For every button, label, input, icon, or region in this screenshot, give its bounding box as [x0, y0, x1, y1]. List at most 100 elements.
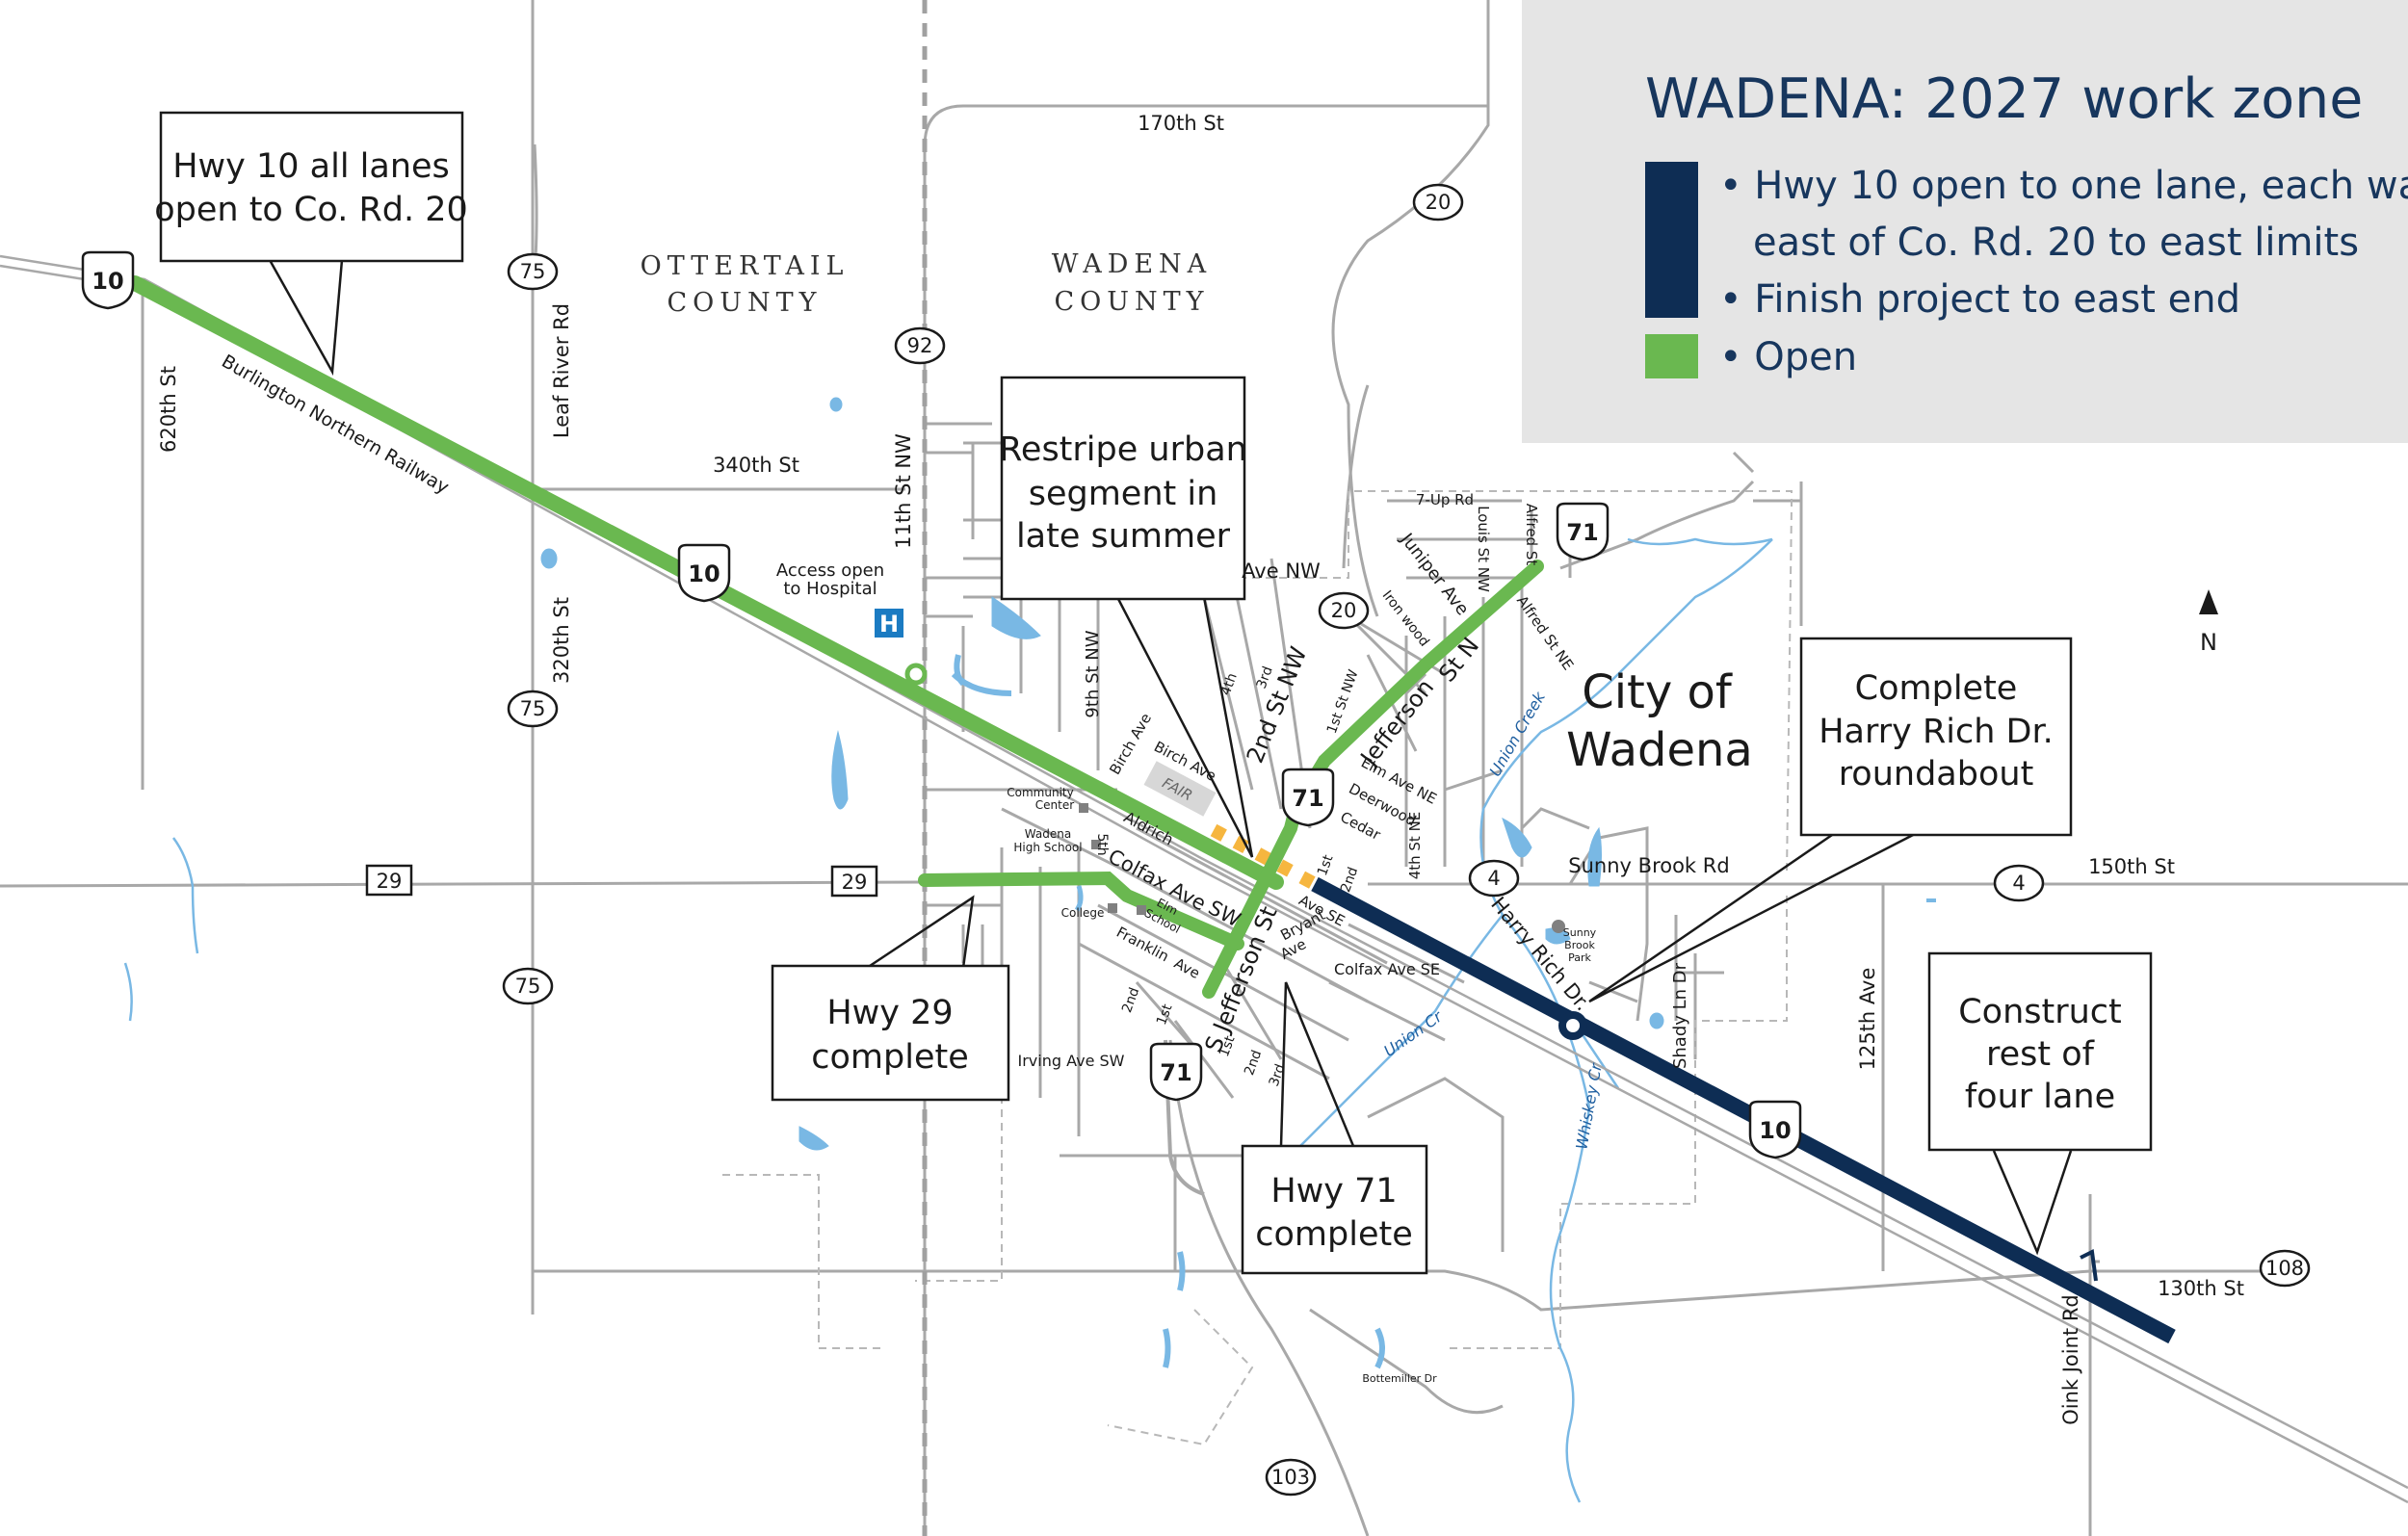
svg-text:10: 10 — [92, 268, 123, 295]
svg-text:N: N — [2200, 629, 2217, 656]
svg-text:Wadena: Wadena — [1025, 827, 1071, 841]
co4-shield-east — [1993, 864, 2045, 902]
svg-text:1st: 1st — [1154, 1002, 1176, 1027]
svg-text:340th St: 340th St — [713, 454, 799, 477]
hospital-access-point — [904, 663, 928, 686]
svg-text:71: 71 — [1160, 1059, 1191, 1086]
svg-text:four lane: four lane — [1965, 1078, 2115, 1116]
svg-text:complete: complete — [1255, 1215, 1412, 1254]
svg-text:3rd: 3rd — [1254, 664, 1276, 690]
svg-text:4: 4 — [1487, 867, 1500, 890]
svg-text:Center: Center — [1035, 798, 1074, 812]
svg-text:St N: St N — [1433, 633, 1484, 688]
svg-text:Cedar: Cedar — [1337, 808, 1384, 844]
callout-pointers — [268, 259, 2073, 1256]
legend-item-2: • Finish project to east end — [1719, 277, 2240, 322]
fairgrounds — [1143, 761, 1217, 817]
svg-text:Oink Joint Rd: Oink Joint Rd — [2059, 1294, 2082, 1425]
co103-shield — [1265, 1458, 1317, 1497]
east-end-bracket — [2080, 1248, 2098, 1282]
callout-hwy29: Hwy 29 complete — [771, 964, 1010, 1102]
callout-hwy71: Hwy 71 complete — [1241, 1144, 1428, 1275]
svg-text:segment in: segment in — [1029, 475, 1218, 513]
svg-text:Sunny Brook Rd: Sunny Brook Rd — [1568, 854, 1729, 877]
svg-text:Ave NW: Ave NW — [1242, 560, 1321, 583]
svg-text:WADENA: WADENA — [1052, 249, 1212, 279]
svg-text:20: 20 — [1331, 599, 1357, 622]
legend-item-1: • Hwy 10 open to one lane, each way — [1719, 164, 2408, 208]
city-label: City of Wadena — [1566, 665, 1753, 777]
svg-text:2nd St NW: 2nd St NW — [1242, 643, 1313, 768]
svg-text:2nd: 2nd — [1338, 865, 1361, 895]
co75-shield-mid — [507, 690, 559, 728]
us71-shield-center: 71 — [1281, 768, 1335, 827]
hwy10-construction-segment — [1311, 876, 2176, 1344]
legend-title: WADENA: 2027 work zone — [1645, 67, 2363, 131]
svg-text:Restripe urban: Restripe urban — [999, 430, 1247, 469]
svg-text:Harry Rich Dr.: Harry Rich Dr. — [1819, 713, 2054, 751]
svg-text:Alfred St: Alfred St — [1523, 504, 1540, 566]
svg-text:Hwy 71: Hwy 71 — [1270, 1172, 1397, 1211]
us71-shield-south: 71 — [1149, 1042, 1203, 1102]
co108-shield — [2259, 1249, 2311, 1288]
svg-text:roundabout: roundabout — [1839, 755, 2034, 794]
us10-shield-mid: 10 — [677, 543, 731, 603]
svg-text:3rd: 3rd — [1267, 1062, 1289, 1088]
svg-text:75: 75 — [520, 260, 546, 283]
svg-text:4: 4 — [2012, 872, 2025, 895]
hospital-icon — [875, 609, 903, 638]
svg-text:Whiskey Cr: Whiskey Cr — [1572, 1061, 1606, 1151]
us71-shield-north: 71 — [1556, 502, 1610, 561]
restripe-segment — [1210, 823, 1319, 891]
water-features — [540, 397, 1936, 1369]
svg-text:Juniper Ave: Juniper Ave — [1396, 529, 1473, 619]
svg-text:Leaf River Rd: Leaf River Rd — [550, 303, 573, 438]
svg-text:620th St: 620th St — [157, 366, 180, 453]
svg-text:Hwy 10 all lanes: Hwy 10 all lanes — [172, 147, 450, 186]
svg-text:COUNTY: COUNTY — [667, 288, 822, 318]
co29-shield-west — [365, 864, 413, 897]
svg-text:Complete: Complete — [1855, 669, 2018, 708]
svg-text:to Hospital: to Hospital — [783, 579, 877, 599]
svg-text:7-Up Rd: 7-Up Rd — [1416, 491, 1474, 508]
svg-text:20: 20 — [1426, 191, 1452, 214]
svg-text:170th St: 170th St — [1138, 112, 1224, 135]
svg-text:Construct: Construct — [1958, 993, 2122, 1031]
callout-four-lane: Construct rest of four lane — [1927, 951, 2153, 1152]
svg-text:11th St NW: 11th St NW — [892, 433, 915, 549]
hwy29-open — [918, 871, 1244, 950]
svg-text:2nd: 2nd — [1119, 985, 1142, 1015]
svg-text:rest of: rest of — [1986, 1035, 2095, 1074]
svg-text:71: 71 — [1292, 785, 1323, 812]
svg-text:College: College — [1061, 906, 1105, 920]
svg-text:4th St NE: 4th St NE — [1406, 812, 1424, 880]
svg-text:130th St: 130th St — [2158, 1277, 2244, 1300]
svg-text:Community: Community — [1007, 786, 1073, 799]
co20-shield-north — [1412, 183, 1464, 221]
svg-text:1st: 1st — [1217, 1033, 1239, 1058]
svg-text:75: 75 — [520, 697, 546, 720]
legend: WADENA: 2027 work zone • Hwy 10 open to … — [1522, 0, 2408, 443]
svg-text:320th St: 320th St — [550, 597, 573, 684]
harry-rich-roundabout — [1558, 1011, 1587, 1040]
svg-text:Louis St NW: Louis St NW — [1475, 506, 1492, 592]
svg-text:92: 92 — [907, 334, 933, 357]
legend-item-3: • Open — [1719, 335, 1857, 379]
svg-text:150th St: 150th St — [2088, 855, 2175, 878]
svg-text:High School: High School — [1013, 841, 1082, 854]
legend-swatch-open — [1645, 334, 1698, 378]
svg-text:103: 103 — [1271, 1466, 1310, 1489]
svg-text:COUNTY: COUNTY — [1054, 287, 1209, 317]
legend-item-1b: east of Co. Rd. 20 to east limits — [1753, 221, 2359, 265]
co75-shield-north — [507, 252, 559, 291]
co29-shield-east — [830, 865, 878, 898]
callout-restripe: Restripe urban segment in late summer — [999, 376, 1247, 601]
svg-text:Birch Ave: Birch Ave — [1106, 711, 1155, 778]
svg-text:late summer: late summer — [1016, 517, 1231, 556]
svg-text:29: 29 — [377, 870, 403, 893]
hospital-access-label: Access open — [776, 560, 884, 581]
co92-shield — [894, 326, 946, 365]
svg-text:Park: Park — [1568, 951, 1591, 964]
svg-text:Wadena: Wadena — [1566, 723, 1753, 777]
